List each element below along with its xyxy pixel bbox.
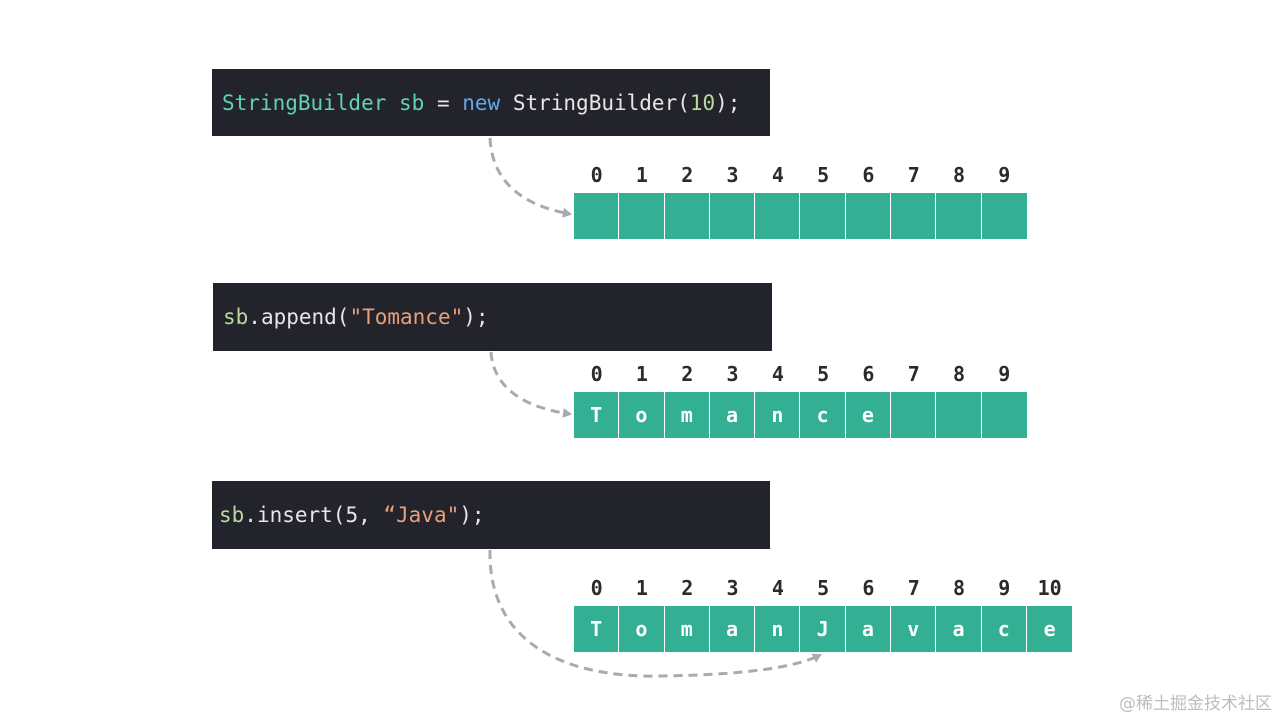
code-box-step2: sb.append("Tomance"); (213, 283, 772, 351)
arrow-step3 (488, 549, 822, 678)
index-label: 5 (817, 362, 830, 386)
index-label: 7 (907, 576, 920, 600)
array-cell (936, 392, 982, 438)
array-cell (619, 193, 665, 239)
index-label: 2 (681, 576, 694, 600)
array-cell (891, 392, 937, 438)
index-label: 6 (862, 163, 875, 187)
array-cell: n (755, 606, 801, 652)
array-cell (755, 193, 801, 239)
index-label: 2 (681, 362, 694, 386)
code-end: ); (715, 90, 741, 115)
index-label: 9 (998, 163, 1011, 187)
code-keyword: new (462, 90, 501, 115)
index-label: 1 (635, 163, 648, 187)
watermark: @稀土掘金技术社区 (1119, 694, 1272, 714)
code-type: StringBuilder (222, 90, 387, 115)
array-cell: c (981, 606, 1027, 652)
array-cell (709, 193, 756, 239)
index-label: 0 (590, 576, 603, 600)
array-cell: T (574, 606, 620, 652)
code-eq: = (424, 90, 463, 115)
index-label: 0 (590, 362, 603, 386)
array-cell: J (800, 606, 846, 652)
code-number: 10 (689, 90, 716, 115)
index-label: 0 (590, 163, 603, 187)
index-label: 3 (726, 576, 739, 600)
array-cell: a (709, 606, 756, 652)
array-cell (981, 193, 1027, 239)
array-cell: a (709, 392, 756, 438)
code-method: .insert(5, (244, 503, 384, 527)
code-ctor: StringBuilder( (500, 90, 690, 115)
array-cell (981, 392, 1027, 438)
array-cell (891, 193, 937, 239)
array-cell: v (891, 606, 937, 652)
array-cell: T (574, 392, 620, 438)
code-box-step3: sb.insert(5, “Java"); (212, 481, 770, 549)
index-label: 5 (817, 163, 830, 187)
code-var: sb (399, 90, 425, 115)
array-cell (936, 193, 982, 239)
code-box-step1: StringBuilder sb = new StringBuilder(10)… (212, 69, 770, 136)
arrow-step1 (488, 137, 572, 218)
index-label: 9 (998, 362, 1011, 386)
index-label: 3 (726, 362, 739, 386)
array-cell: o (619, 606, 665, 652)
code-var: sb (223, 305, 249, 329)
index-row-step1: 0 1 2 3 4 5 6 7 8 9 (574, 163, 1027, 187)
index-label: 1 (635, 576, 648, 600)
index-label: 6 (862, 576, 875, 600)
index-label: 9 (998, 576, 1011, 600)
index-label: 10 (1037, 576, 1062, 600)
index-label: 8 (953, 163, 966, 187)
index-row-step3: 0 1 2 3 4 5 6 7 8 9 10 (574, 576, 1072, 600)
code-string: "Tomance" (349, 305, 464, 329)
array-cell: o (619, 392, 665, 438)
array-cell: e (1026, 606, 1073, 652)
code-end: ); (459, 503, 485, 527)
index-label: 2 (681, 163, 694, 187)
index-label: 8 (953, 576, 966, 600)
arrow-step2 (489, 351, 572, 418)
array-cell: m (664, 606, 710, 652)
array-cell (574, 193, 620, 239)
index-label: 4 (771, 163, 784, 187)
array-cell: a (936, 606, 982, 652)
index-label: 6 (862, 362, 875, 386)
array-cell: e (845, 392, 892, 438)
array-cell: a (845, 606, 892, 652)
array-cell (664, 193, 710, 239)
index-label: 3 (726, 163, 739, 187)
array-cell: c (800, 392, 846, 438)
code-string: “Java" (383, 503, 460, 527)
array-cell (845, 193, 892, 239)
code-end: ); (463, 305, 489, 329)
index-label: 8 (953, 362, 966, 386)
array-cell (800, 193, 846, 239)
array-step1 (574, 193, 1027, 239)
array-cell: m (664, 392, 710, 438)
index-label: 5 (817, 576, 830, 600)
index-label: 4 (771, 576, 784, 600)
index-label: 7 (907, 163, 920, 187)
index-row-step2: 0 1 2 3 4 5 6 7 8 9 (574, 362, 1027, 386)
index-label: 1 (635, 362, 648, 386)
code-method: .append( (248, 305, 350, 329)
code-var: sb (219, 503, 245, 527)
array-cell: n (755, 392, 801, 438)
index-label: 4 (771, 362, 784, 386)
index-label: 7 (907, 362, 920, 386)
